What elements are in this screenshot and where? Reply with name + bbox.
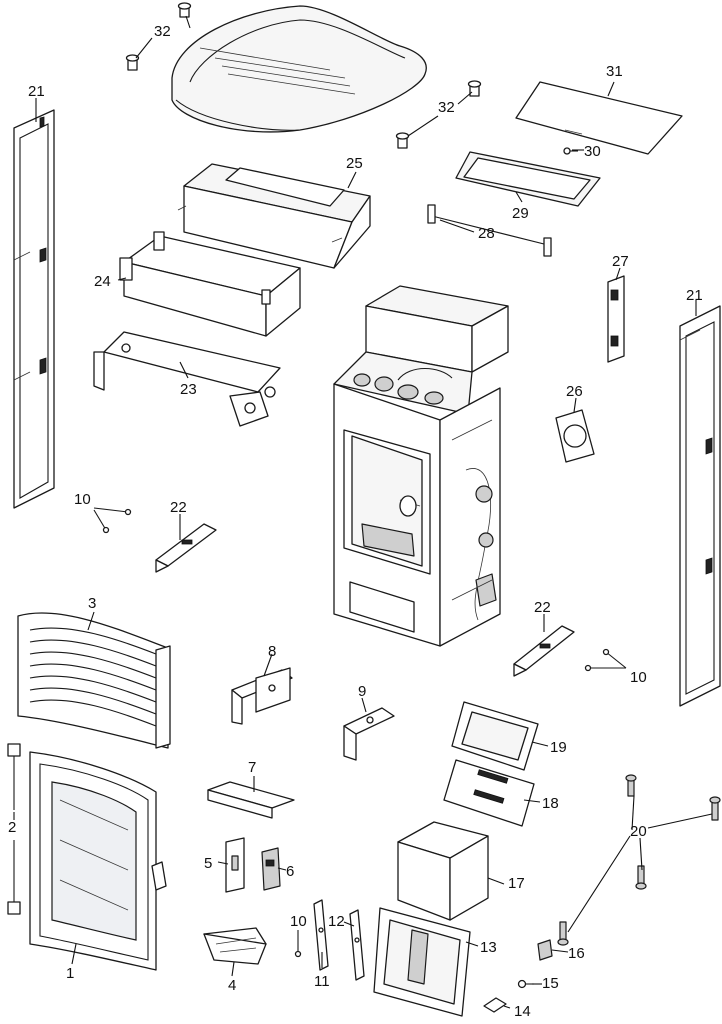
ash-gasket-part [451, 701, 539, 771]
latch-block-part [261, 847, 281, 891]
door-latch-plate-part [207, 781, 295, 819]
switch-16-part [537, 939, 553, 961]
callout-6: 6 [286, 863, 294, 880]
screw-10-left-part [93, 507, 132, 534]
screw-32-left-part [125, 54, 140, 71]
callout-32-left: 32 [154, 23, 171, 40]
rail-bracket-right-part [513, 625, 575, 677]
callout-27: 27 [612, 253, 629, 270]
callout-7: 7 [248, 759, 256, 776]
callout-31: 31 [606, 63, 623, 80]
leader-lines [13, 15, 713, 1009]
side-bracket-part [607, 275, 625, 363]
callout-9: 9 [358, 683, 366, 700]
leveling-bolts-part [557, 774, 721, 946]
callout-11: 11 [314, 973, 330, 990]
hinge-rod-part [427, 204, 552, 257]
callout-25: 25 [346, 155, 363, 172]
ash-door-frame-part [373, 907, 471, 1017]
screw-32-lower-part [395, 132, 410, 149]
gasket-frame-part [455, 151, 601, 207]
strip-bracket-11-part [313, 899, 329, 971]
callout-21-right: 21 [686, 287, 703, 304]
callout-16: 16 [568, 945, 585, 962]
strip-bracket-12-part [349, 909, 365, 981]
callout-14: 14 [514, 1003, 531, 1020]
flue-flange-part [555, 409, 595, 463]
stove-main-body-part [333, 285, 509, 647]
callout-20: 20 [630, 823, 647, 840]
rail-bracket-left-part [155, 523, 217, 573]
screw-32-right-part [467, 80, 482, 97]
top-lid-part [171, 5, 427, 133]
latch-plate-5-part [225, 837, 245, 893]
left-side-panel-part [13, 109, 55, 509]
mounting-bracket-9-part [343, 707, 395, 761]
callout-15: 15 [542, 975, 559, 992]
callout-17: 17 [508, 875, 525, 892]
ash-pan-part [397, 821, 489, 921]
front-grille-part [17, 612, 171, 749]
screw-10-bottom-part [294, 930, 302, 958]
callout-12: 12 [328, 913, 345, 930]
screw-32-top-part [177, 2, 192, 18]
callout-3: 3 [88, 595, 96, 612]
callout-labels: 1 2 3 4 5 6 7 8 9 10 10 10 11 12 13 14 1… [8, 23, 703, 1020]
callout-8: 8 [268, 643, 276, 660]
callout-23: 23 [180, 381, 197, 398]
door-hinge-part [7, 743, 21, 915]
mounting-bracket-8-part [231, 667, 293, 725]
front-support-bracket-part [93, 331, 281, 427]
ash-plate-part [443, 759, 535, 827]
callout-26: 26 [566, 383, 583, 400]
burn-pot-part [203, 927, 267, 965]
callout-29: 29 [512, 205, 529, 222]
callout-28: 28 [478, 225, 495, 242]
screw-30-part [563, 147, 578, 155]
pellet-lid-panel-part [515, 81, 683, 155]
callout-10-left: 10 [74, 491, 91, 508]
callout-13: 13 [480, 939, 497, 956]
callout-4: 4 [228, 977, 236, 994]
callout-30: 30 [584, 143, 601, 160]
callout-22-right: 22 [534, 599, 551, 616]
clip-14-part [483, 997, 507, 1013]
right-side-panel-part [679, 305, 721, 707]
callout-1: 1 [66, 965, 74, 982]
screw-10-right-part [584, 648, 627, 672]
callout-21-left: 21 [28, 83, 45, 100]
callout-32-right: 32 [438, 99, 455, 116]
callout-2: 2 [8, 819, 16, 836]
callout-19: 19 [550, 739, 567, 756]
callout-24: 24 [94, 273, 111, 290]
base-bracket-part [119, 231, 301, 337]
screw-15-part [517, 979, 534, 989]
glass-door-part [29, 751, 167, 971]
hopper-part [177, 163, 371, 269]
callout-22-left: 22 [170, 499, 187, 516]
callout-10-right: 10 [630, 669, 647, 686]
callout-10-bottom: 10 [290, 913, 307, 930]
callout-18: 18 [542, 795, 559, 812]
callout-5: 5 [204, 855, 212, 872]
